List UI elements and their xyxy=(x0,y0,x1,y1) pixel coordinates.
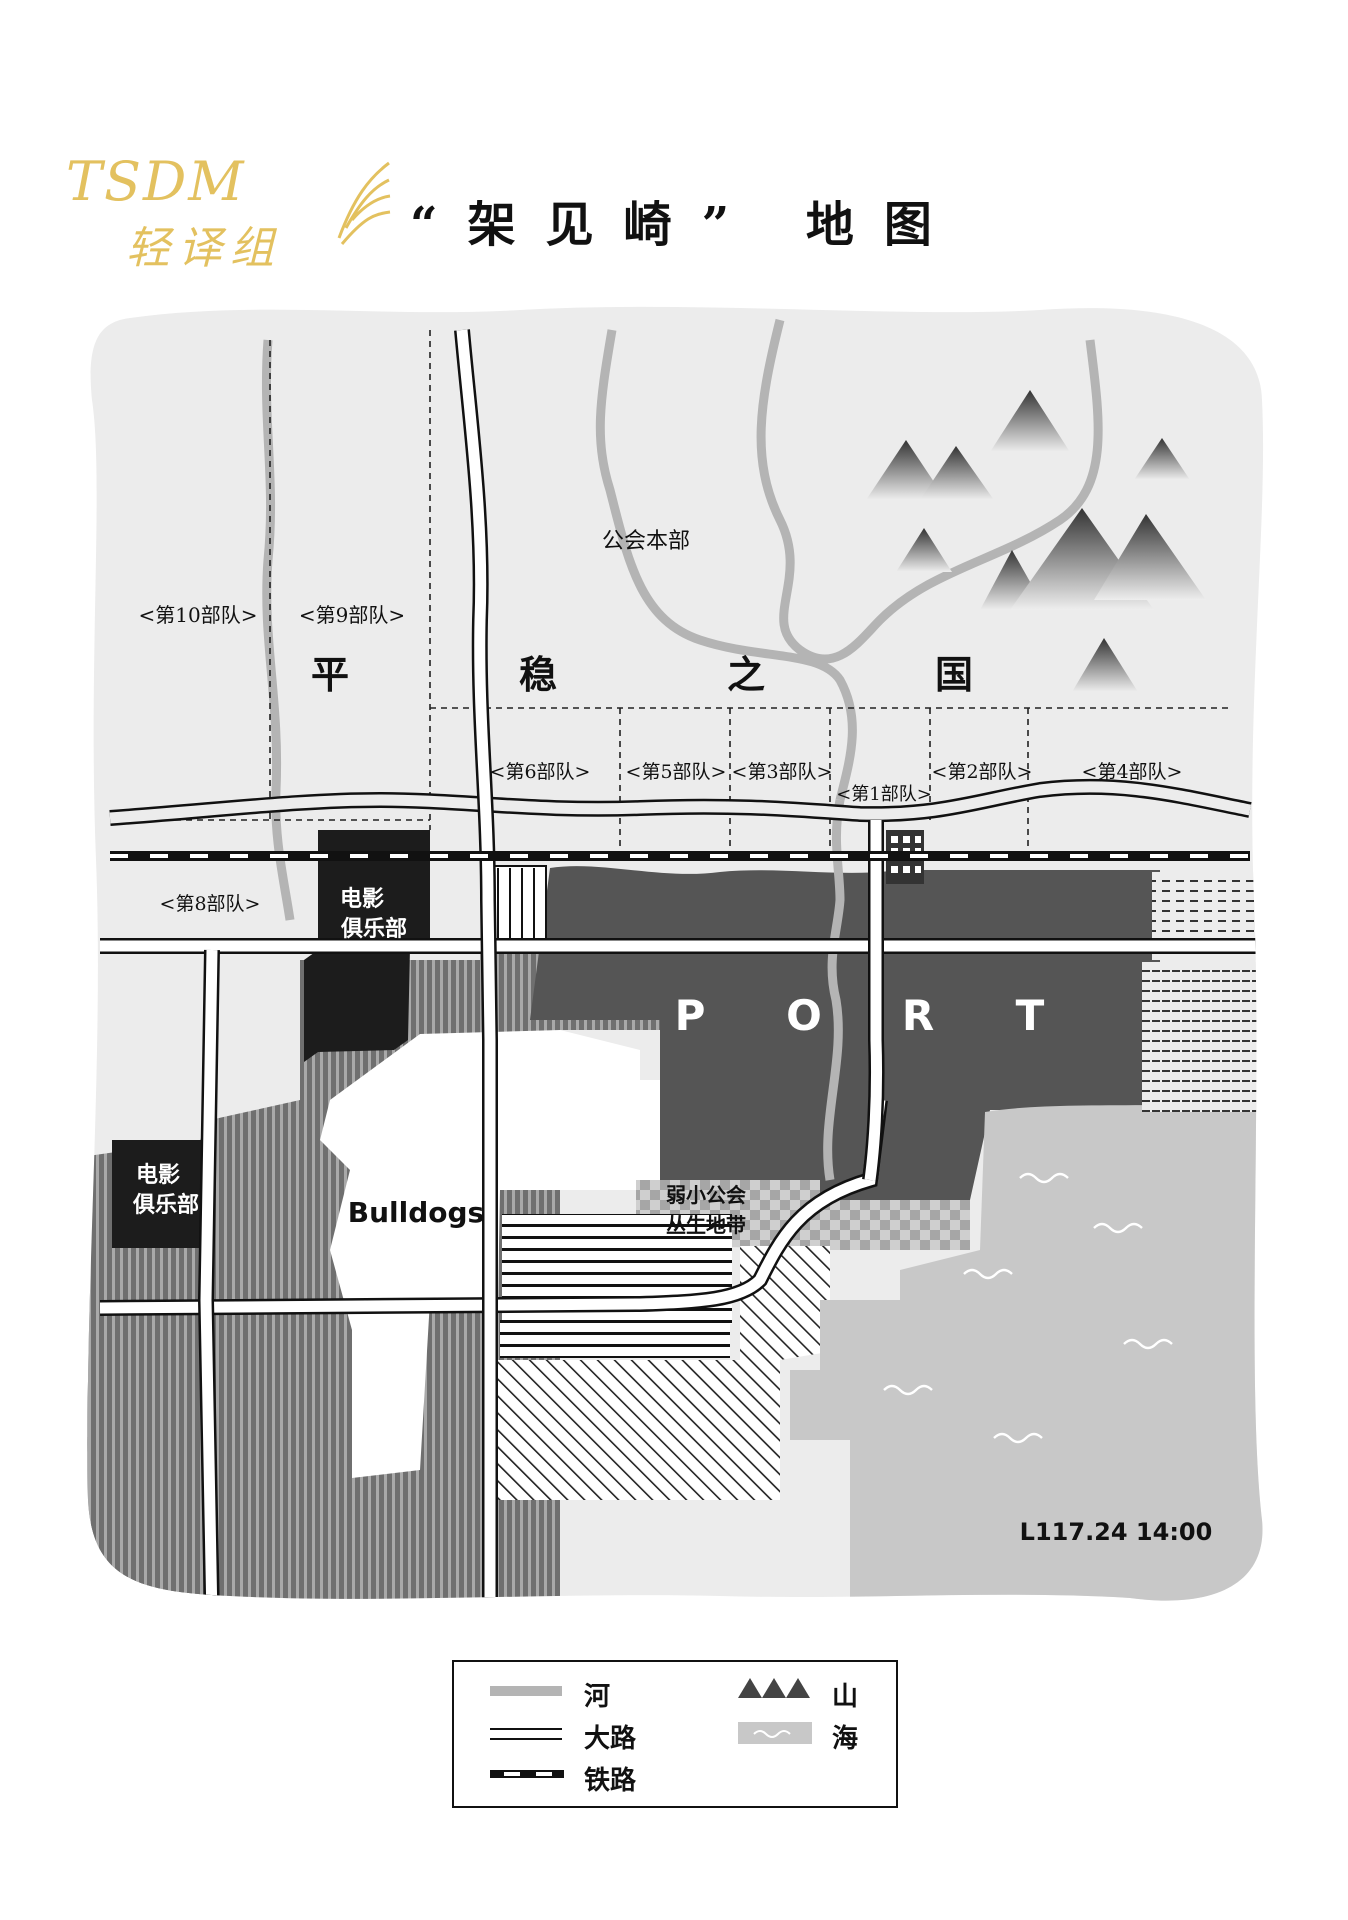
country-char-1: 平 xyxy=(311,653,349,697)
team-6-label: <第6部队> xyxy=(490,761,591,783)
diagonal-area xyxy=(496,1246,900,1500)
mountain-2 xyxy=(866,440,946,500)
legend-river-symbol xyxy=(490,1686,562,1696)
wing-icon xyxy=(337,161,391,245)
port-char-o: O xyxy=(786,991,822,1040)
map-labels: 公会本部 <第10部队> <第9部队> <第6部队> <第5部队> <第3部队>… xyxy=(132,529,1212,1546)
tsdm-logo: TSDM 轻译组 xyxy=(66,150,396,274)
team-3-label: <第3部队> xyxy=(732,761,833,783)
mountain-5 xyxy=(896,528,952,572)
cinema-club-2 xyxy=(112,1140,212,1248)
team-10-label: <第10部队> xyxy=(139,603,258,627)
mountains xyxy=(866,390,1206,692)
cinema-club-2-line1: 电影 xyxy=(136,1163,180,1188)
country-char-2: 稳 xyxy=(519,653,557,697)
mountain-9 xyxy=(1072,638,1138,692)
cinema-club-1-line2: 俱乐部 xyxy=(340,916,407,942)
south-strip xyxy=(87,1290,220,1601)
weak-guilds-line2: 丛生地带 xyxy=(666,1213,746,1237)
team-5-label: <第5部队> xyxy=(626,761,727,783)
country-char-4: 国 xyxy=(935,653,973,697)
legend-railway-symbol xyxy=(490,1770,564,1778)
legend-road-label: 大路 xyxy=(584,1724,637,1754)
team-4-label: <第4部队> xyxy=(1082,761,1183,783)
legend-river-label: 河 xyxy=(584,1682,611,1712)
team-8-label: <第8部队> xyxy=(160,893,261,915)
legend-sea-symbol xyxy=(738,1722,812,1744)
map-area: 公会本部 <第10部队> <第9部队> <第6部队> <第5部队> <第3部队>… xyxy=(87,306,1264,1601)
mountain-8 xyxy=(1094,514,1206,600)
team-9-label: <第9部队> xyxy=(299,603,405,627)
country-char-3: 之 xyxy=(727,653,765,697)
legend: 河 大路 铁路 山 海 xyxy=(452,1660,898,1808)
logo-text-tsdm: TSDM xyxy=(66,150,246,213)
cinema-club-2-line2: 俱乐部 xyxy=(132,1192,199,1218)
district-boundaries xyxy=(120,330,1230,848)
port-char-r: R xyxy=(902,991,934,1040)
hstripe-area-2 xyxy=(500,1320,730,1358)
bulldogs-label: Bulldogs xyxy=(348,1196,484,1229)
sea-waves xyxy=(883,1172,1173,1444)
guild-hq-label: 公会本部 xyxy=(602,529,690,554)
legend-road-symbol xyxy=(490,1728,562,1740)
warehouse-lines xyxy=(497,868,535,940)
team-2-label: <第2部队> xyxy=(932,761,1033,783)
timestamp-label: L117.24 14:00 xyxy=(1020,1518,1213,1546)
legend-sea-label: 海 xyxy=(832,1724,859,1754)
legend-railway-label: 铁路 xyxy=(584,1766,637,1796)
mountain-1 xyxy=(990,390,1070,452)
mountain-4 xyxy=(1134,438,1190,480)
east-grid-zone xyxy=(1142,962,1264,1112)
team-1-label: <第1部队> xyxy=(836,784,932,805)
legend-mountain-symbol xyxy=(738,1678,810,1698)
weak-guilds-line1: 弱小公会 xyxy=(666,1183,746,1207)
port-char-t: T xyxy=(1016,991,1045,1040)
map-title: “架见崎” 地图 xyxy=(410,197,962,253)
roads xyxy=(99,329,1260,1601)
port-char-p: P xyxy=(675,991,706,1040)
cinema-club-1-line1: 电影 xyxy=(340,887,384,912)
mountain-3 xyxy=(920,446,994,500)
river-north xyxy=(756,318,1103,664)
sea xyxy=(790,1100,1264,1601)
logo-text-group: 轻译组 xyxy=(126,223,282,274)
legend-mountain-label: 山 xyxy=(832,1682,859,1712)
